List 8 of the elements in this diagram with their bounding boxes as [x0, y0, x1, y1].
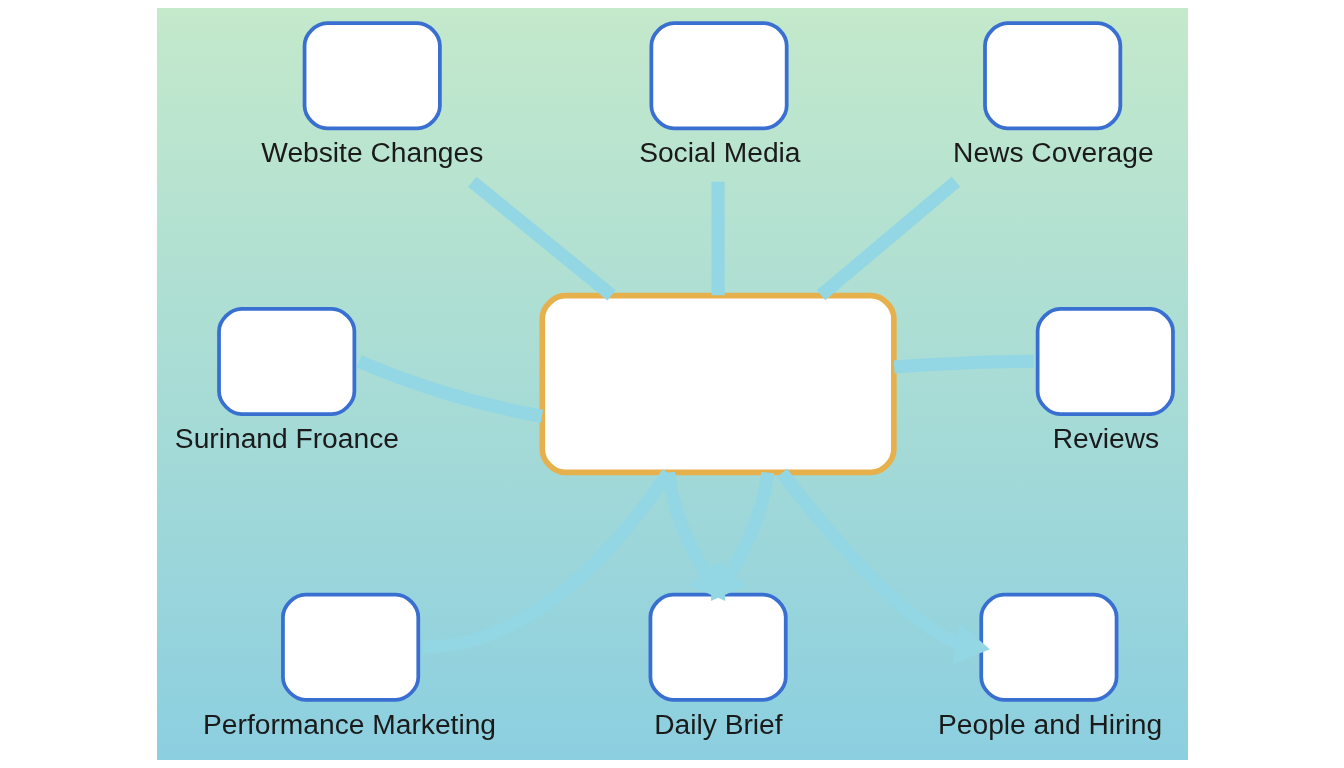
node-label: News Coverage — [952, 136, 1154, 169]
node-label: Social Media — [638, 136, 801, 169]
node-label: Surinand Froance — [174, 421, 399, 454]
node-label: People and Hiring — [937, 707, 1162, 740]
node-label: Website Changes — [260, 136, 483, 169]
node-label: Performance Marketing — [202, 707, 496, 740]
node-label: Reviews — [1052, 421, 1159, 454]
node-label: Daily Brief — [653, 707, 783, 740]
